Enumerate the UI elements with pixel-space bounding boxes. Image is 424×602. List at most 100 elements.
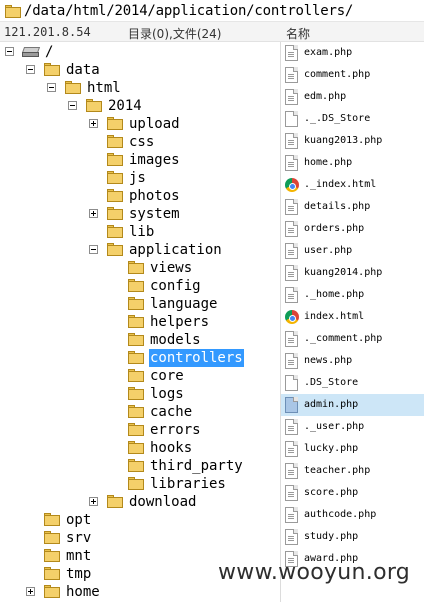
tree-node-label[interactable]: cache bbox=[150, 404, 193, 420]
name-column-header[interactable]: 名称 bbox=[286, 27, 311, 41]
folder-icon bbox=[127, 422, 145, 436]
tree-node[interactable]: controllers bbox=[0, 349, 280, 367]
tree-node[interactable]: third_party bbox=[0, 457, 280, 475]
tree-node[interactable]: language bbox=[0, 295, 280, 313]
tree-node-label[interactable]: tmp bbox=[66, 566, 92, 582]
expand-toggle[interactable] bbox=[89, 119, 98, 128]
expand-toggle[interactable] bbox=[26, 587, 35, 596]
tree-node[interactable]: css bbox=[0, 133, 280, 151]
tree-node[interactable]: srv bbox=[0, 529, 280, 547]
file-row[interactable]: ._user.php bbox=[281, 416, 424, 438]
tree-node-label[interactable]: language bbox=[150, 296, 218, 312]
tree-node-label[interactable]: upload bbox=[129, 116, 180, 132]
tree-node[interactable]: html bbox=[0, 79, 280, 97]
file-row[interactable]: edm.php bbox=[281, 86, 424, 108]
tree-node[interactable]: photos bbox=[0, 187, 280, 205]
file-row[interactable]: ._home.php bbox=[281, 284, 424, 306]
file-row[interactable]: .DS_Store bbox=[281, 372, 424, 394]
tree-node[interactable]: system bbox=[0, 205, 280, 223]
tree-node-label[interactable]: lib bbox=[129, 224, 155, 240]
tree-node-label[interactable]: js bbox=[129, 170, 146, 186]
file-row[interactable]: ._comment.php bbox=[281, 328, 424, 350]
tree-node[interactable]: core bbox=[0, 367, 280, 385]
tree-node-label[interactable]: controllers bbox=[149, 349, 244, 367]
file-row[interactable]: kuang2014.php bbox=[281, 262, 424, 284]
tree-node[interactable]: cache bbox=[0, 403, 280, 421]
collapse-toggle[interactable] bbox=[26, 65, 35, 74]
tree-node[interactable]: helpers bbox=[0, 313, 280, 331]
tree-node-label[interactable]: application bbox=[129, 242, 222, 258]
tree-node-label[interactable]: html bbox=[87, 80, 121, 96]
tree-node[interactable]: logs bbox=[0, 385, 280, 403]
file-row[interactable]: admin.php bbox=[281, 394, 424, 416]
tree-node[interactable]: config bbox=[0, 277, 280, 295]
tree-node[interactable]: mnt bbox=[0, 547, 280, 565]
tree-node-label[interactable]: / bbox=[45, 44, 54, 60]
tree-node-label[interactable]: logs bbox=[150, 386, 184, 402]
tree-node-label[interactable]: photos bbox=[129, 188, 180, 204]
tree-node[interactable]: data bbox=[0, 61, 280, 79]
tree-node-label[interactable]: css bbox=[129, 134, 155, 150]
tree-node[interactable]: tmp bbox=[0, 565, 280, 583]
file-row[interactable]: study.php bbox=[281, 526, 424, 548]
tree-node[interactable]: libraries bbox=[0, 475, 280, 493]
tree-node-label[interactable]: models bbox=[150, 332, 201, 348]
tree-node[interactable]: hooks bbox=[0, 439, 280, 457]
tree-node[interactable]: home bbox=[0, 583, 280, 601]
tree-node[interactable]: opt bbox=[0, 511, 280, 529]
file-row[interactable]: award.php bbox=[281, 548, 424, 570]
file-row[interactable]: ._index.html bbox=[281, 174, 424, 196]
tree-node-label[interactable]: images bbox=[129, 152, 180, 168]
tree-node-label[interactable]: home bbox=[66, 584, 100, 600]
tree-node-label[interactable]: views bbox=[150, 260, 193, 276]
tree-node-label[interactable]: errors bbox=[150, 422, 201, 438]
file-row[interactable]: ._.DS_Store bbox=[281, 108, 424, 130]
tree-node-label[interactable]: system bbox=[129, 206, 180, 222]
tree-node-label[interactable]: third_party bbox=[150, 458, 243, 474]
current-path[interactable]: /data/html/2014/application/controllers/ bbox=[24, 3, 354, 19]
file-row[interactable]: score.php bbox=[281, 482, 424, 504]
file-row[interactable]: exam.php bbox=[281, 42, 424, 64]
file-row[interactable]: user.php bbox=[281, 240, 424, 262]
tree-node[interactable]: 2014 bbox=[0, 97, 280, 115]
collapse-toggle[interactable] bbox=[68, 101, 77, 110]
tree-node-label[interactable]: data bbox=[66, 62, 100, 78]
file-row[interactable]: news.php bbox=[281, 350, 424, 372]
file-row[interactable]: index.html bbox=[281, 306, 424, 328]
file-row[interactable]: details.php bbox=[281, 196, 424, 218]
folder-icon bbox=[106, 188, 124, 202]
tree-node-label[interactable]: download bbox=[129, 494, 197, 510]
tree-node-label[interactable]: helpers bbox=[150, 314, 210, 330]
file-row[interactable]: comment.php bbox=[281, 64, 424, 86]
file-row[interactable]: orders.php bbox=[281, 218, 424, 240]
tree-node[interactable]: download bbox=[0, 493, 280, 511]
tree-node[interactable]: upload bbox=[0, 115, 280, 133]
tree-node[interactable]: application bbox=[0, 241, 280, 259]
tree-node[interactable]: errors bbox=[0, 421, 280, 439]
file-row[interactable]: home.php bbox=[281, 152, 424, 174]
pane-divider[interactable] bbox=[280, 42, 281, 602]
file-row[interactable]: authcode.php bbox=[281, 504, 424, 526]
file-row[interactable]: teacher.php bbox=[281, 460, 424, 482]
tree-node[interactable]: views bbox=[0, 259, 280, 277]
tree-node[interactable]: models bbox=[0, 331, 280, 349]
tree-node-label[interactable]: 2014 bbox=[108, 98, 142, 114]
collapse-toggle[interactable] bbox=[5, 47, 14, 56]
expand-toggle[interactable] bbox=[89, 209, 98, 218]
tree-node-label[interactable]: srv bbox=[66, 530, 92, 546]
collapse-toggle[interactable] bbox=[89, 245, 98, 254]
collapse-toggle[interactable] bbox=[47, 83, 56, 92]
tree-node[interactable]: js bbox=[0, 169, 280, 187]
file-row[interactable]: kuang2013.php bbox=[281, 130, 424, 152]
tree-node-label[interactable]: config bbox=[150, 278, 201, 294]
tree-node-label[interactable]: core bbox=[150, 368, 184, 384]
tree-node[interactable]: images bbox=[0, 151, 280, 169]
tree-node[interactable]: / bbox=[0, 43, 280, 61]
tree-node-label[interactable]: libraries bbox=[150, 476, 226, 492]
file-row[interactable]: lucky.php bbox=[281, 438, 424, 460]
tree-node-label[interactable]: hooks bbox=[150, 440, 193, 456]
tree-node[interactable]: lib bbox=[0, 223, 280, 241]
expand-toggle[interactable] bbox=[89, 497, 98, 506]
tree-node-label[interactable]: opt bbox=[66, 512, 92, 528]
tree-node-label[interactable]: mnt bbox=[66, 548, 92, 564]
